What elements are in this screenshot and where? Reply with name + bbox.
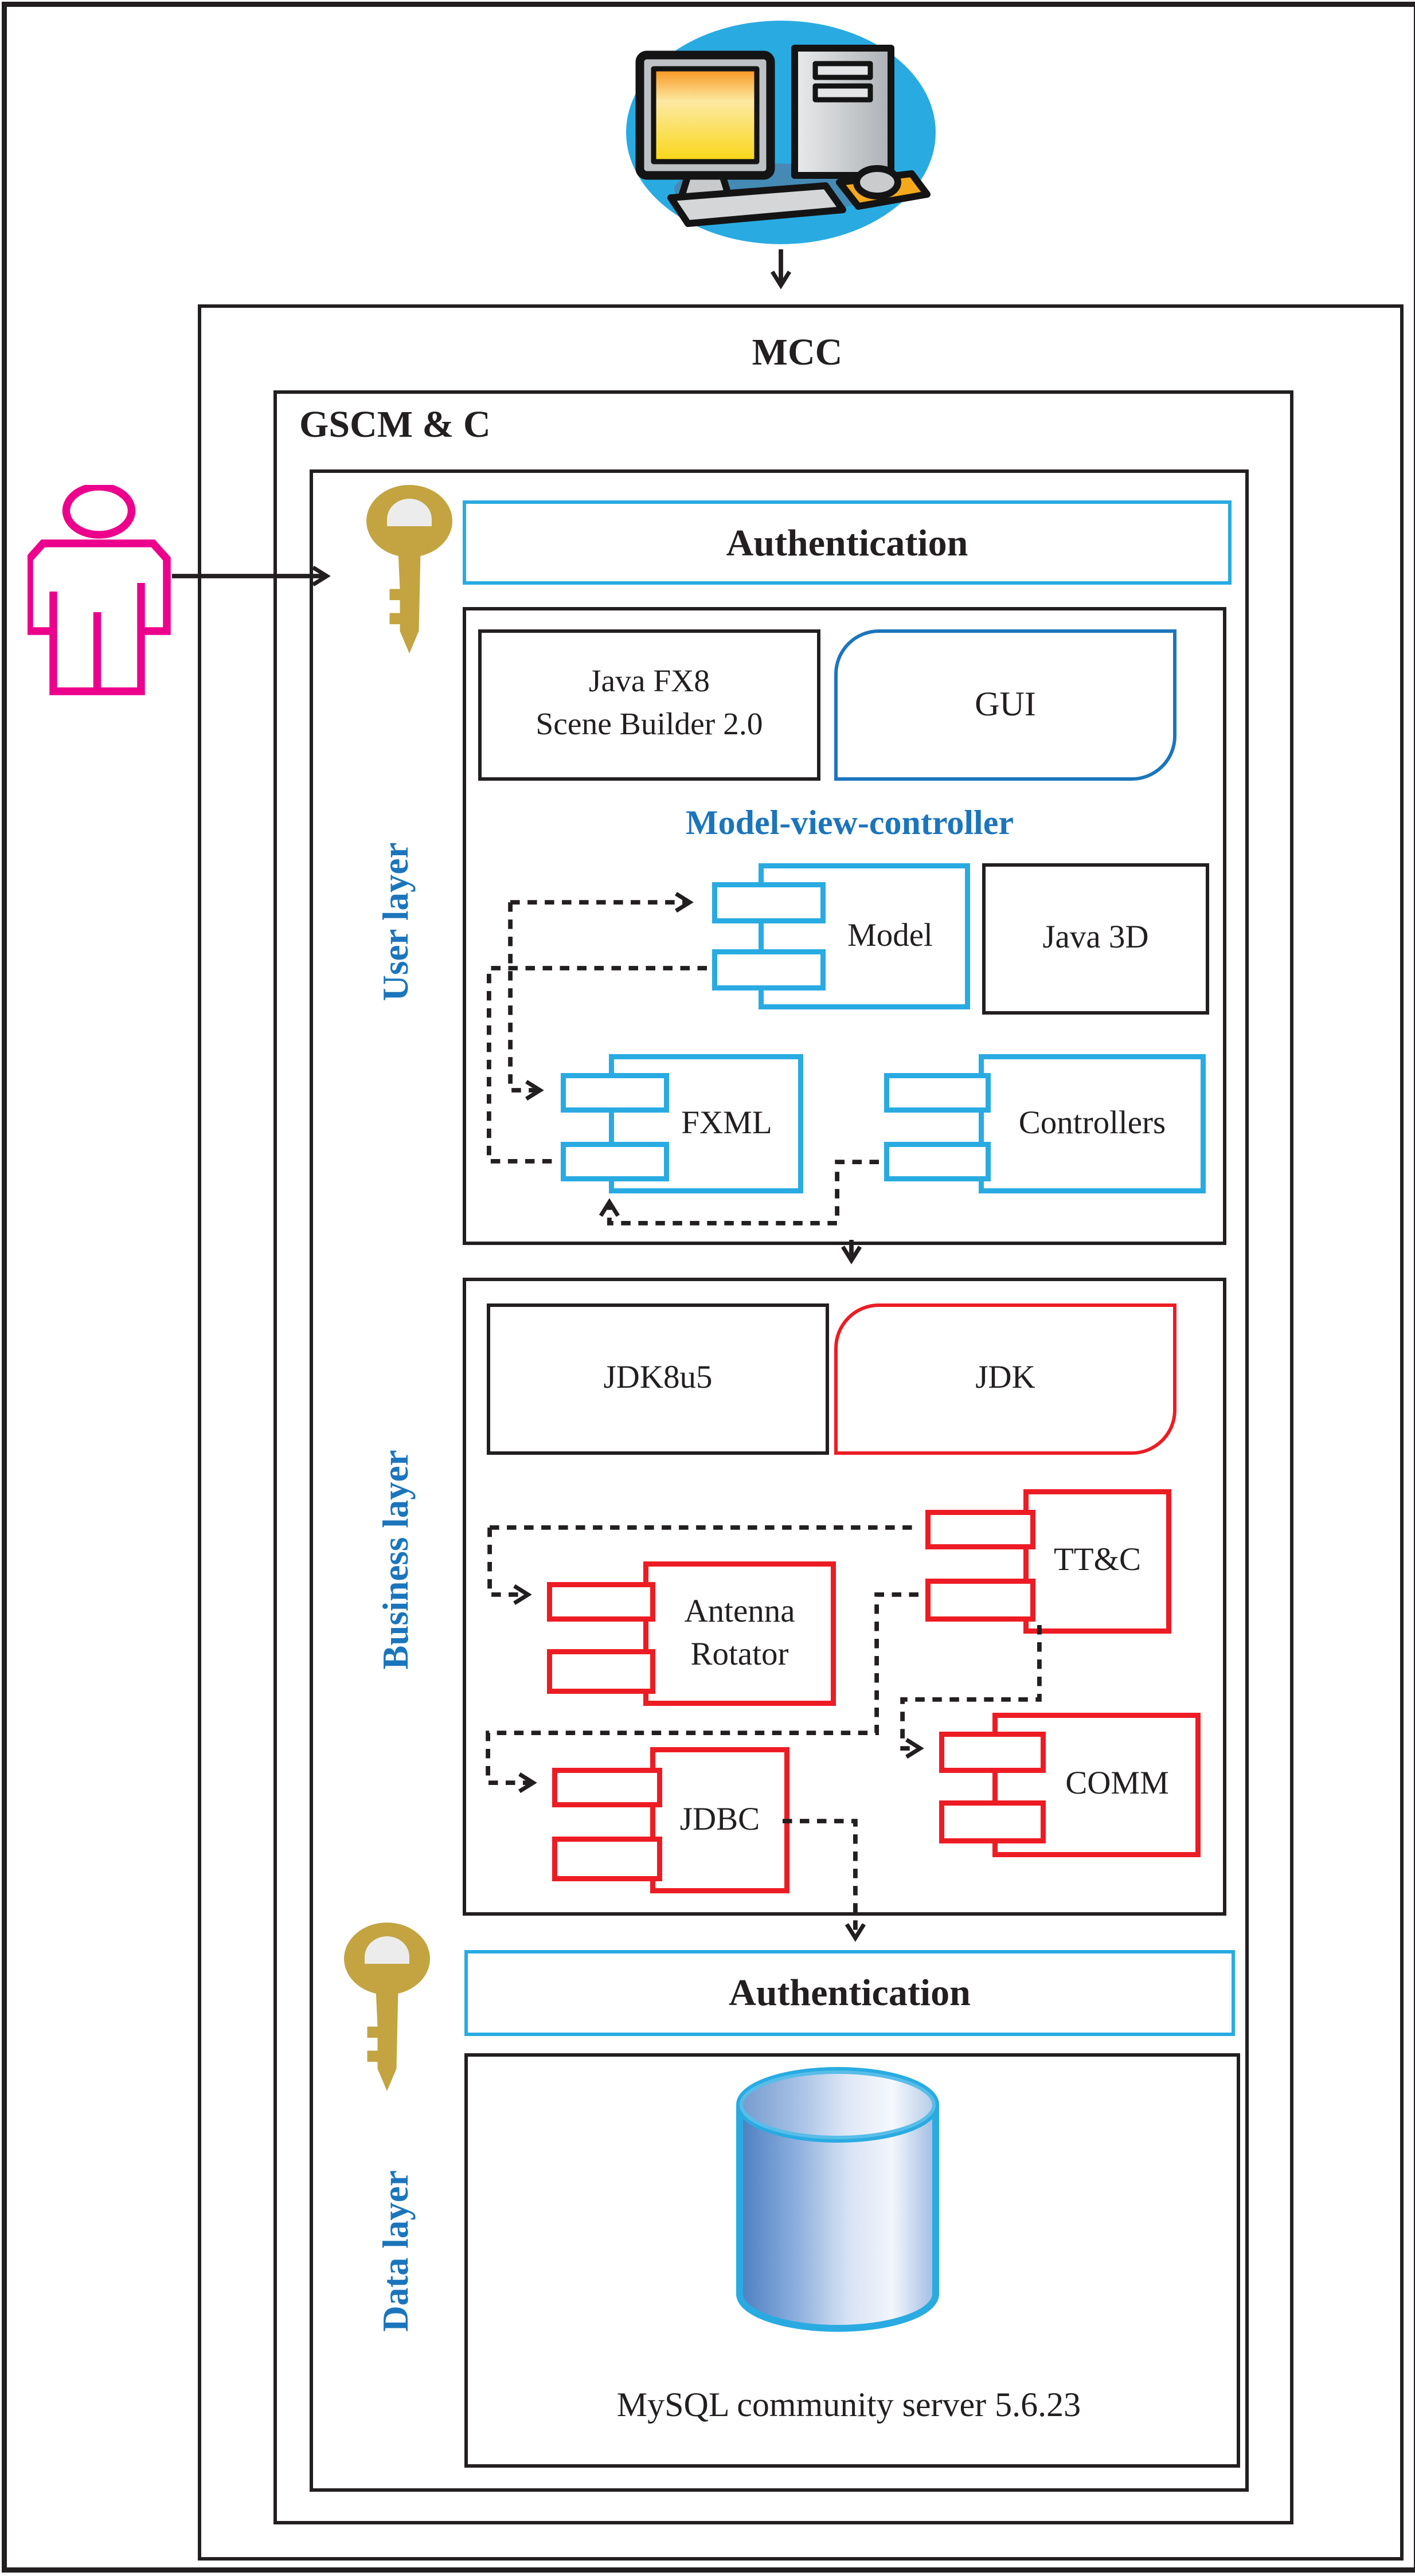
mcc-title: MCC	[752, 330, 843, 373]
component-tab	[925, 1510, 1035, 1549]
database-cylinder-icon	[736, 2067, 939, 2332]
javafx-line2: Scene Builder 2.0	[535, 708, 763, 743]
layers-box	[310, 469, 1249, 2492]
mysql-label: MySQL community server 5.6.23	[616, 2387, 1081, 2425]
authentication-label: Authentication	[726, 520, 968, 563]
javafx-scenebuilder-box: Java FX8 Scene Builder 2.0	[478, 629, 820, 781]
user-layer-box	[463, 607, 1226, 1245]
model-label: Model	[847, 917, 933, 954]
component-tab	[547, 1582, 655, 1622]
authentication-label: Authentication	[729, 1971, 971, 2014]
component-tab	[939, 1800, 1046, 1843]
gscm-box	[273, 390, 1293, 2524]
gui-shape: GUI	[834, 629, 1176, 781]
key-icon	[366, 485, 452, 653]
comm-component: COMM	[939, 1713, 1201, 1857]
business-layer-label: Business layer	[374, 1450, 416, 1670]
java3d-label: Java 3D	[1042, 920, 1149, 956]
ttc-label: TT&C	[1053, 1543, 1141, 1579]
comm-label: COMM	[1065, 1766, 1169, 1802]
desktop-computer-icon	[626, 21, 936, 244]
key-icon	[344, 1923, 430, 2091]
jdk-shape: JDK	[834, 1303, 1176, 1455]
controllers-label: Controllers	[1018, 1105, 1166, 1141]
fxml-label: FXML	[681, 1105, 772, 1141]
antenna-rotator-label: Antenna Rotator	[648, 1567, 831, 1701]
component-tab	[547, 1649, 655, 1694]
component-tab	[884, 1142, 991, 1181]
jdbc-label: JDBC	[679, 1801, 760, 1838]
ttc-component: TT&C	[925, 1489, 1171, 1634]
jdk8u5-label: JDK8u5	[603, 1360, 713, 1396]
controllers-component: Controllers	[884, 1054, 1206, 1193]
data-layer-box	[464, 2053, 1240, 2468]
java3d-box: Java 3D	[982, 863, 1209, 1015]
component-tab	[712, 949, 826, 991]
user-person-icon	[28, 485, 171, 695]
antenna-line2: Rotator	[690, 1637, 789, 1673]
component-tab	[552, 1768, 662, 1807]
component-tab	[884, 1073, 991, 1113]
fxml-component: FXML	[561, 1054, 803, 1193]
gscm-title: GSCM & C	[299, 402, 491, 445]
mcc-box	[198, 304, 1404, 2561]
antenna-rotator-component: Antenna Rotator	[547, 1561, 836, 1706]
jdk-label: JDK	[975, 1360, 1035, 1396]
component-tab	[552, 1837, 662, 1881]
mvc-title: Model-view-controller	[685, 805, 1014, 843]
component-tab	[925, 1579, 1035, 1622]
model-component: Model	[712, 863, 970, 1009]
authentication-bar-top: Authentication	[463, 500, 1232, 585]
authentication-bar-bottom: Authentication	[464, 1950, 1235, 2036]
jdbc-component: JDBC	[552, 1747, 789, 1893]
component-tab	[712, 882, 826, 923]
gui-label: GUI	[975, 685, 1036, 723]
user-layer-label: User layer	[374, 842, 416, 1001]
antenna-line1: Antenna	[684, 1594, 795, 1630]
data-layer-label: Data layer	[374, 2170, 416, 2332]
javafx-line1: Java FX8	[588, 665, 710, 700]
jdk8u5-box: JDK8u5	[487, 1303, 829, 1455]
